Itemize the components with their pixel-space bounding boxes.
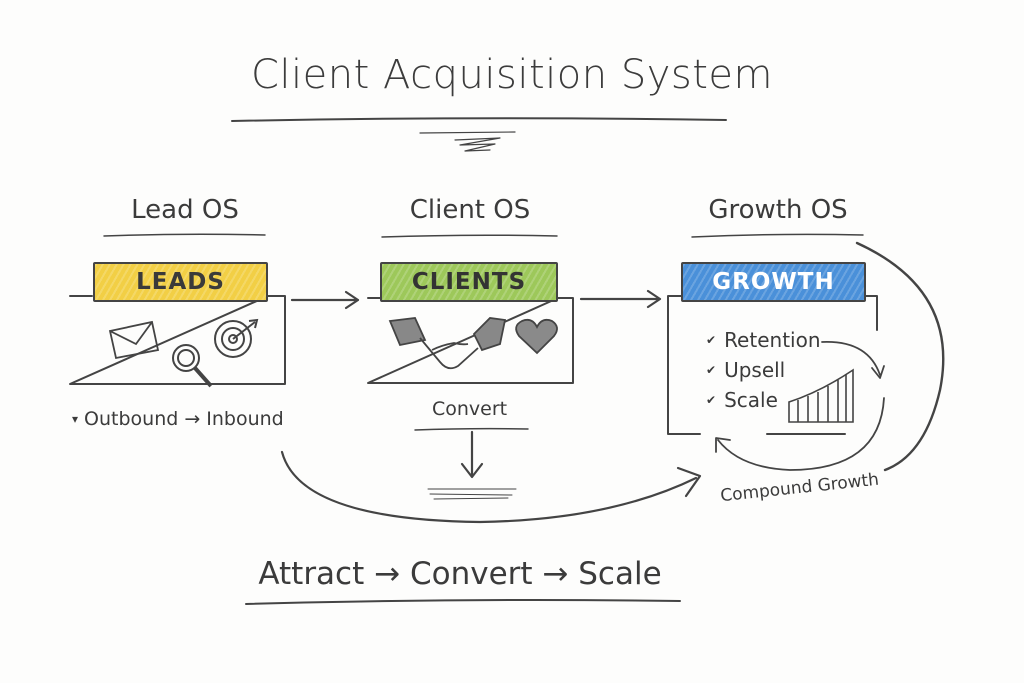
list-item: ✔ Upsell <box>706 358 821 382</box>
clients-tag: CLIENTS <box>380 262 558 302</box>
lead-os-heading: Lead OS <box>131 195 239 225</box>
convert-underline <box>414 427 529 431</box>
convert-base-lines <box>427 488 517 500</box>
title-squiggle <box>419 131 516 152</box>
leads-tag: LEADS <box>93 262 268 302</box>
magnifier-icon <box>172 344 213 388</box>
convert-label: Convert <box>432 398 508 420</box>
bottom-flow: Attract → Convert → Scale <box>240 556 680 592</box>
scale-step: Scale <box>578 556 662 592</box>
arrow-leads-to-clients <box>290 290 360 310</box>
client-os-underline <box>381 234 558 238</box>
bullet-icon: ▾ <box>72 412 79 426</box>
envelope-icon <box>108 320 160 360</box>
retention-label: Retention <box>724 328 821 352</box>
leads-box <box>69 295 286 385</box>
client-os-heading: Client OS <box>409 195 531 225</box>
growth-box <box>667 295 878 435</box>
check-icon: ✔ <box>706 393 717 407</box>
flow-arrow-icon: → <box>542 556 569 592</box>
flow-arrow-icon: → <box>374 556 401 592</box>
list-item: ✔ Scale <box>706 388 821 412</box>
heart-icon <box>515 318 558 355</box>
check-icon: ✔ <box>706 363 717 377</box>
growth-tag: GROWTH <box>681 262 866 302</box>
bottom-flow-underline <box>245 599 681 605</box>
lead-os-underline <box>103 233 266 237</box>
growth-os-heading: Growth OS <box>708 195 848 225</box>
growth-os-underline <box>691 233 864 238</box>
convert-down-arrow <box>460 430 484 479</box>
title-underline <box>231 117 727 122</box>
clients-box <box>367 297 574 384</box>
handshake-icon <box>388 317 507 370</box>
target-icon <box>214 318 259 358</box>
diagram-title: Client Acquisition System <box>251 52 773 98</box>
list-item: ✔ Retention <box>706 328 821 352</box>
compound-growth-outer-arc <box>855 241 945 472</box>
bar-growth-icon <box>788 368 854 423</box>
scale-label: Scale <box>724 388 778 412</box>
outbound-inbound-caption: ▾ Outbound → Inbound <box>72 408 284 430</box>
convert-step: Convert <box>409 556 533 592</box>
arrow-clients-to-growth <box>579 289 662 309</box>
upsell-label: Upsell <box>724 358 786 382</box>
growth-list: ✔ Retention ✔ Upsell ✔ Scale <box>706 328 821 412</box>
retention-curve-arrow <box>821 341 885 379</box>
attract-step: Attract <box>258 556 365 592</box>
attract-to-growth-arrowhead <box>676 466 702 498</box>
arrow-icon: → <box>184 408 201 430</box>
inbound-label: Inbound <box>206 408 284 430</box>
inner-loop-arc <box>715 397 885 471</box>
outbound-label: Outbound <box>84 408 179 430</box>
check-icon: ✔ <box>706 333 717 347</box>
attract-to-growth-arrow <box>280 450 698 524</box>
